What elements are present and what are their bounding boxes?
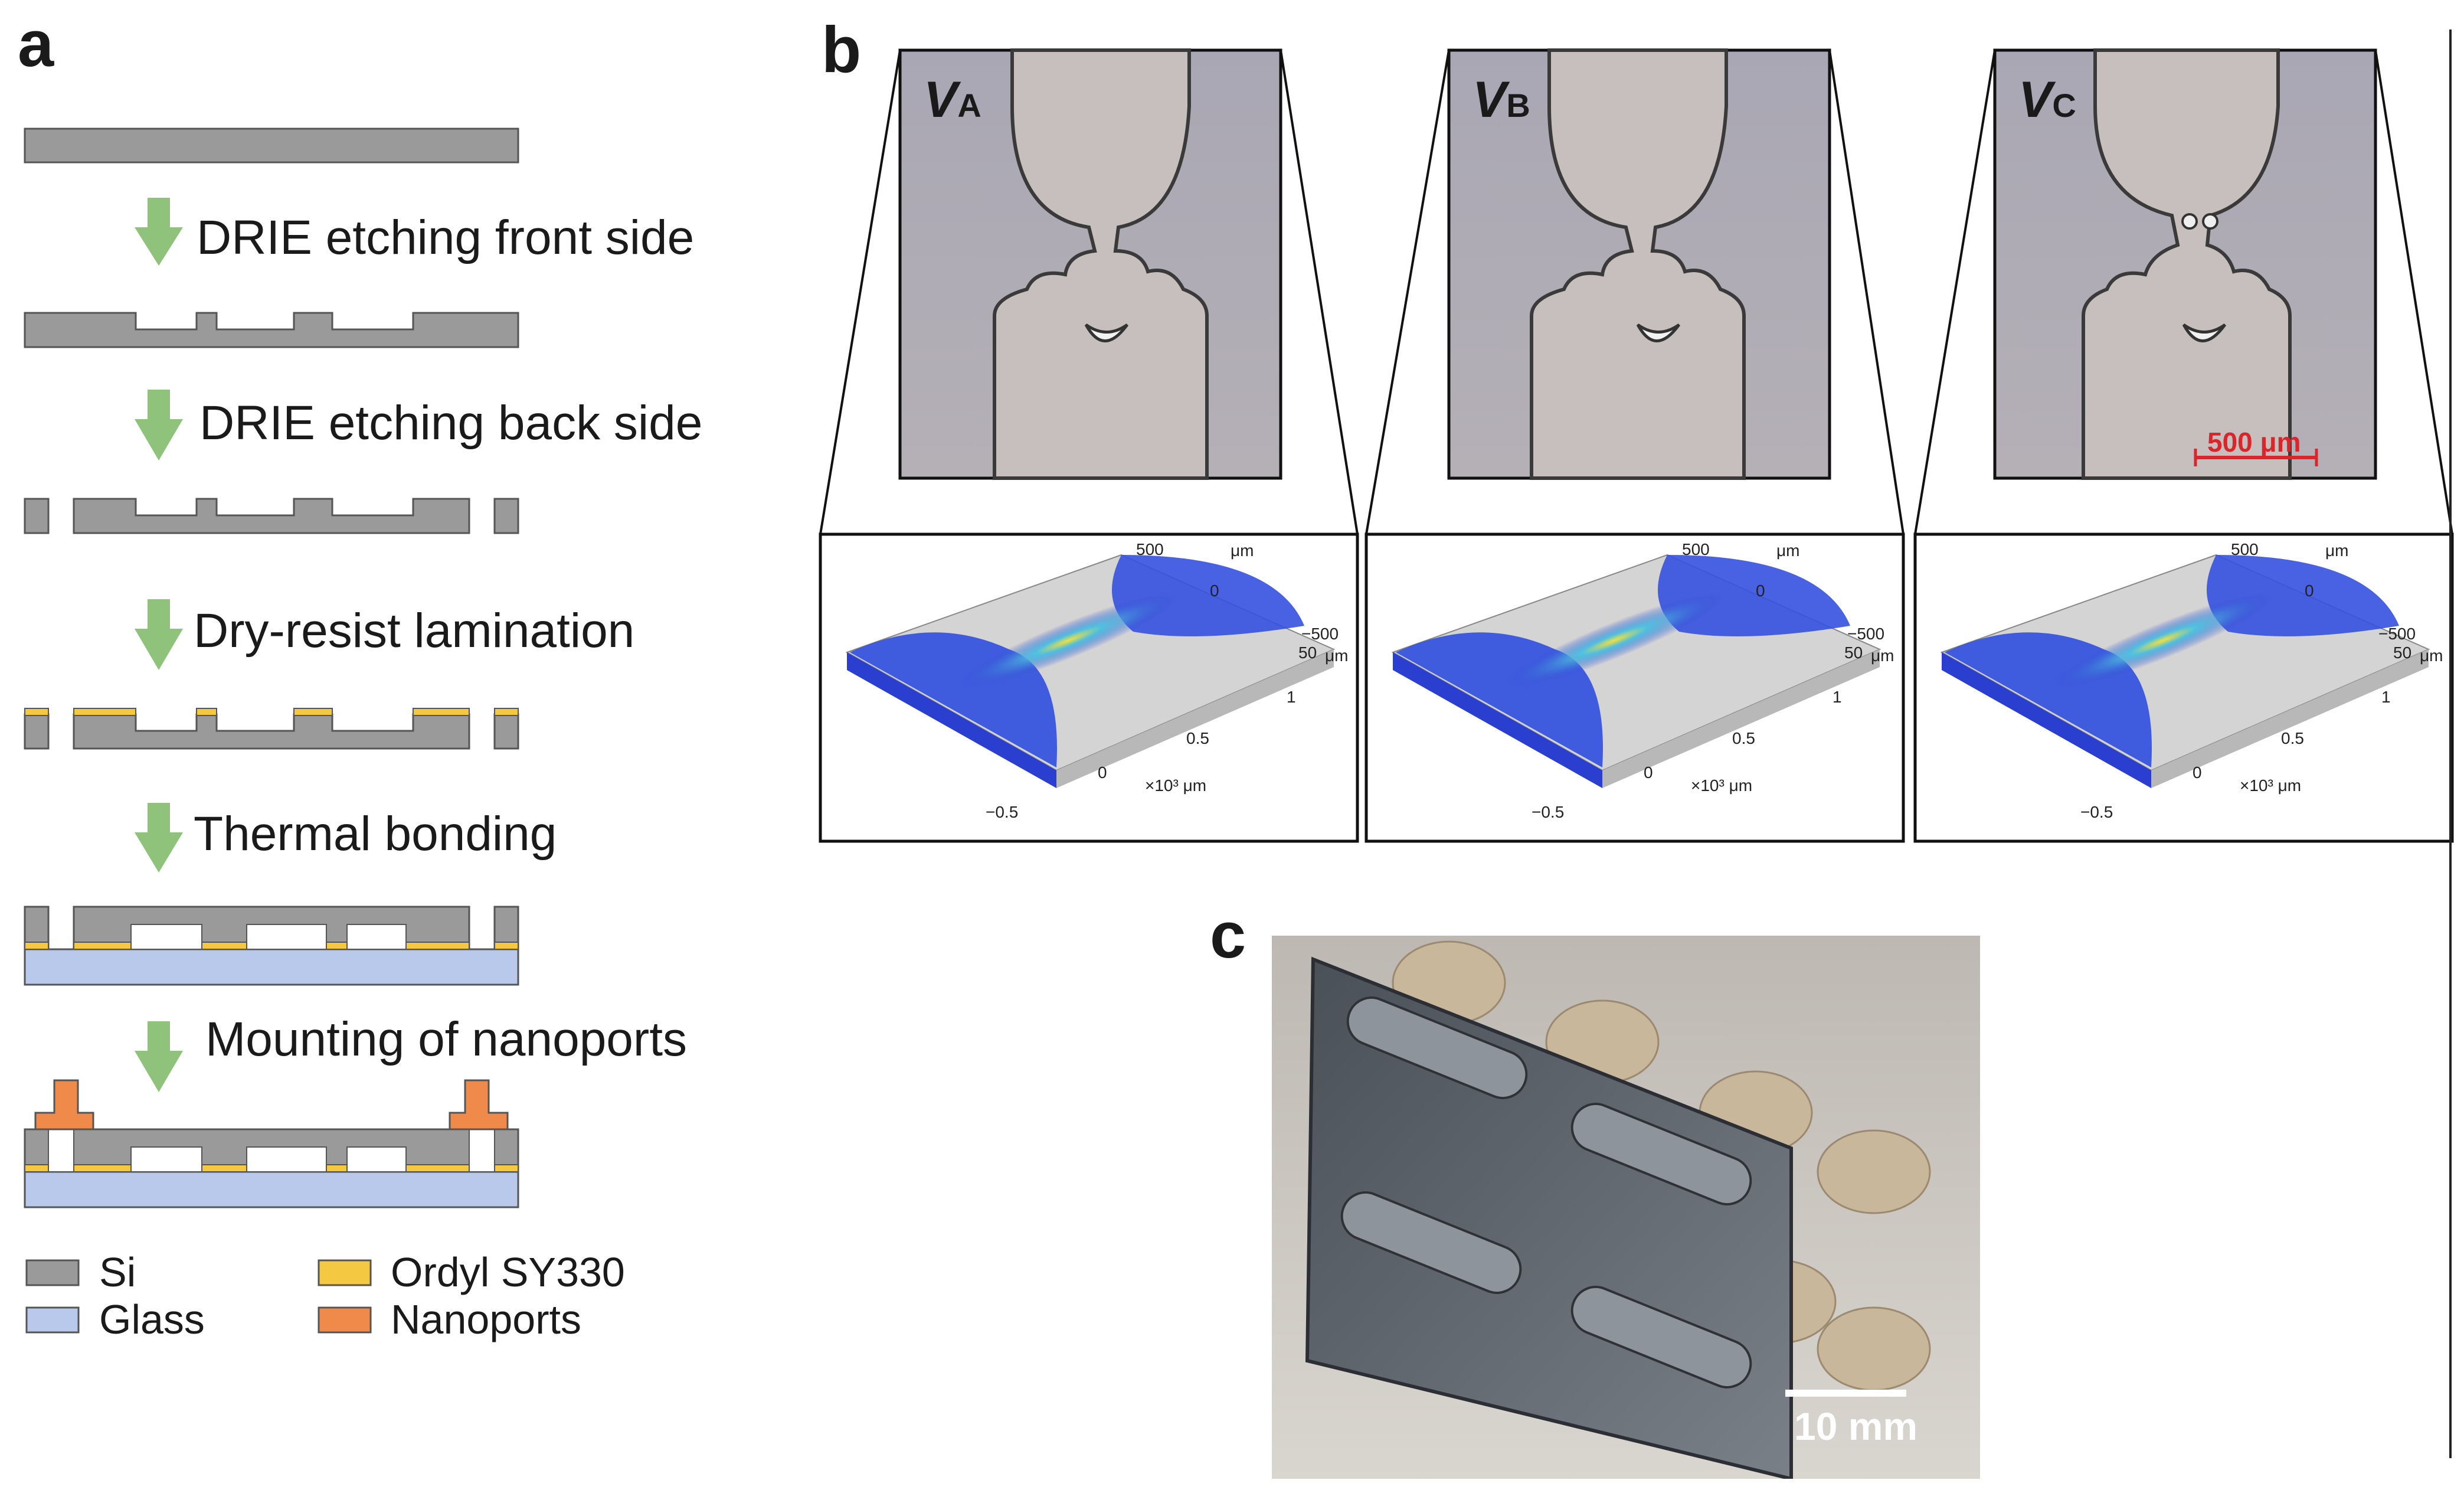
svg-text:−0.5: −0.5	[1532, 803, 1564, 821]
legend-label-si: Si	[99, 1249, 136, 1295]
legend-swatch-ordyl	[318, 1259, 372, 1286]
device-photo	[1272, 936, 1980, 1479]
svg-text:0.5: 0.5	[1732, 729, 1755, 747]
si-wafer-front-etched	[24, 312, 519, 348]
svg-text:500: 500	[2231, 540, 2259, 558]
height-unit: μm	[1325, 646, 1348, 665]
svg-text:−500: −500	[2378, 625, 2416, 643]
simulation-box-c	[1913, 532, 2454, 843]
micrograph-scale-label: 500 μm	[2207, 427, 2301, 458]
si-wafer-piece-right	[493, 498, 519, 534]
tick-05: 0.5	[1186, 729, 1209, 747]
panel-letter-c: c	[1210, 899, 1246, 972]
sim-axis-labels-b: 500 μm 0 −500 50 μm 1 0.5 0 ×10³ μm −0.5	[1532, 540, 1894, 821]
tick-neg05: −0.5	[986, 803, 1018, 821]
arrow-down-icon	[135, 803, 183, 873]
svg-text:−0.5: −0.5	[2080, 803, 2113, 821]
micrograph-label-c: VC	[2018, 71, 2076, 128]
svg-text:μm: μm	[1776, 541, 1799, 560]
legend-swatch-glass	[25, 1306, 80, 1334]
tick-0: 0	[1210, 581, 1219, 600]
front-unit: ×10³ μm	[1145, 776, 1206, 795]
mounted-device	[24, 1079, 519, 1208]
svg-text:0: 0	[2193, 763, 2202, 782]
svg-text:1: 1	[1833, 688, 1842, 706]
svg-text:0: 0	[1756, 581, 1765, 600]
bonded-stack	[24, 906, 519, 986]
svg-text:0: 0	[2305, 581, 2314, 600]
tick-neg500: −500	[1301, 625, 1339, 643]
legend-label-ordyl: Ordyl SY330	[391, 1249, 625, 1295]
micrograph-label-a: VA	[924, 71, 981, 128]
micrograph-a	[898, 48, 1282, 480]
simulation-box-a	[819, 532, 1359, 843]
panel-letter-b: b	[822, 14, 862, 86]
simulation-box-b	[1364, 532, 1905, 843]
svg-text:−500: −500	[1847, 625, 1884, 643]
svg-text:500: 500	[1682, 540, 1710, 558]
legend-swatch-si	[25, 1259, 80, 1286]
fabrication-process-diagram	[24, 128, 519, 1334]
step-label-thermal-bonding: Thermal bonding	[194, 807, 557, 861]
right-border-line	[2449, 30, 2452, 1458]
si-wafer-piece-left	[24, 498, 50, 534]
svg-text:0.5: 0.5	[2281, 729, 2304, 747]
arrow-down-icon	[135, 1021, 183, 1092]
step-label-nanoports: Mounting of nanoports	[205, 1012, 687, 1066]
step-label-lamination: Dry-resist lamination	[194, 604, 635, 658]
micrograph-c	[1993, 48, 2377, 480]
si-wafer-laminated	[73, 713, 470, 750]
micrograph-label-b: VB	[1472, 71, 1530, 128]
svg-text:0: 0	[1644, 763, 1653, 782]
svg-text:50: 50	[1844, 643, 1863, 662]
legend-label-glass: Glass	[99, 1296, 205, 1342]
svg-text:50: 50	[2393, 643, 2411, 662]
svg-text:×10³ μm: ×10³ μm	[1691, 776, 1752, 795]
tick-0-front: 0	[1098, 763, 1107, 782]
ordyl-resist-layer	[73, 708, 470, 716]
micrograph-b	[1447, 48, 1831, 480]
arrow-down-icon	[135, 599, 183, 670]
svg-text:μm: μm	[2420, 646, 2443, 665]
step-label-drie-back: DRIE etching back side	[199, 396, 703, 450]
zoom-connector-lines	[819, 50, 2453, 535]
micrograph-and-simulation-panels: 500 μm 0 −500 50 μm 1 0.5 0 ×10³ μm −0.5…	[819, 48, 2454, 843]
sim-axis-labels-a: 500 μm 0 −500 50 μm 1 0.5 0 ×10³ μm −0.5	[986, 540, 1348, 821]
arrow-down-icon	[135, 198, 183, 266]
nanoport-right	[449, 1079, 509, 1130]
svg-text:×10³ μm: ×10³ μm	[2240, 776, 2301, 795]
sim-axis-labels-c: 500 μm 0 −500 50 μm 1 0.5 0 ×10³ μm −0.5	[2080, 540, 2443, 821]
arrow-down-icon	[135, 390, 183, 460]
legend-swatch-nanoports	[318, 1306, 372, 1334]
tick-500: 500	[1136, 540, 1164, 558]
height-label: 50	[1298, 643, 1317, 662]
svg-text:μm: μm	[1871, 646, 1894, 665]
si-wafer-initial	[24, 128, 519, 164]
nanoport-left	[34, 1079, 94, 1130]
tick-1: 1	[1287, 688, 1296, 706]
svg-text:μm: μm	[2325, 541, 2348, 560]
legend-label-nanoports: Nanoports	[391, 1296, 581, 1342]
unit-um: μm	[1231, 541, 1254, 560]
step-label-drie-front: DRIE etching front side	[197, 211, 695, 264]
photo-scale-label: 10 mm	[1794, 1404, 1918, 1448]
panel-letter-a: a	[18, 8, 54, 80]
si-wafer-back-etched	[73, 498, 470, 534]
svg-text:1: 1	[2381, 688, 2391, 706]
